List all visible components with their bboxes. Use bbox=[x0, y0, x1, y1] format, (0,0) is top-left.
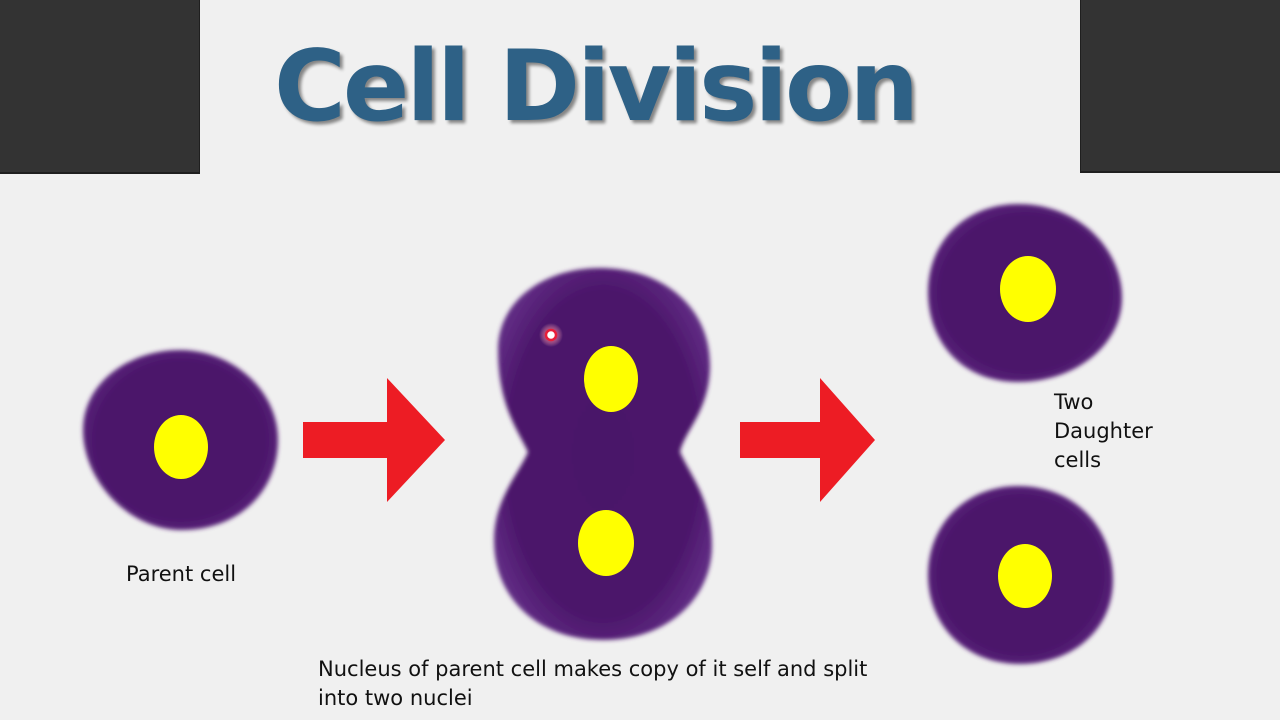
caption-line-2: into two nuclei bbox=[318, 686, 473, 710]
caption-line-1: Nucleus of parent cell makes copy of it … bbox=[318, 657, 868, 681]
parent-cell bbox=[83, 350, 278, 530]
label-daughter-line-2: Daughter bbox=[1054, 419, 1153, 443]
dividing-cell-nucleus-bottom bbox=[578, 510, 634, 576]
dividing-cell bbox=[494, 268, 712, 640]
corner-block-left bbox=[0, 0, 200, 174]
dividing-cell-nucleus-top bbox=[584, 346, 638, 412]
parent-cell-nucleus bbox=[154, 415, 208, 479]
daughter-cell-top bbox=[928, 204, 1122, 382]
daughter-cell-bottom-nucleus bbox=[998, 544, 1052, 608]
arrow-right-2 bbox=[740, 378, 875, 502]
label-parent-cell: Parent cell bbox=[126, 562, 237, 586]
label-daughter-line-1: Two bbox=[1054, 390, 1094, 414]
caption: Nucleus of parent cell makes copy of it … bbox=[318, 655, 918, 713]
dividing-cell-body bbox=[494, 268, 712, 640]
laser-pointer bbox=[539, 323, 563, 347]
daughter-cell-bottom bbox=[928, 486, 1113, 664]
slide-title: Cell Division bbox=[274, 30, 919, 144]
arrow-right-1 bbox=[303, 378, 445, 502]
corner-block-right bbox=[1080, 0, 1280, 173]
label-daughter-cells: Two Daughter cells bbox=[1054, 388, 1194, 475]
label-daughter-line-3: cells bbox=[1054, 448, 1102, 472]
daughter-cell-top-nucleus bbox=[1000, 256, 1056, 322]
